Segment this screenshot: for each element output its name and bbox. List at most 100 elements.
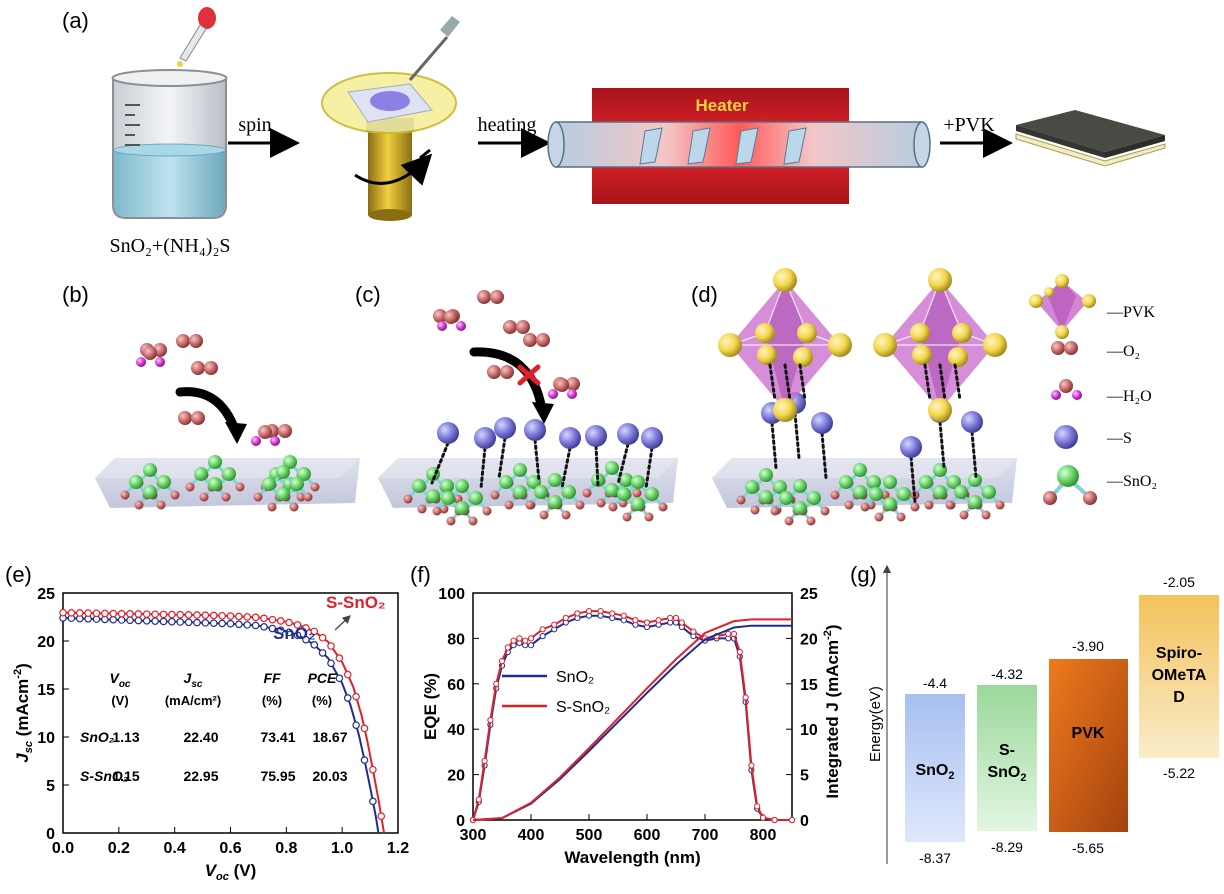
data-point — [343, 670, 352, 679]
o2-molecule — [477, 290, 491, 304]
table-unit: (V) — [111, 693, 128, 708]
sulfur-atom — [617, 423, 639, 445]
data-point — [142, 610, 151, 618]
band-spiro-name-3: D — [1173, 689, 1185, 706]
data-point — [510, 637, 517, 644]
y2-tick-label: 20 — [800, 631, 818, 648]
bond-dots — [953, 363, 962, 402]
y-axis-label: EQE (%) — [421, 673, 440, 740]
oxygen-atom — [736, 495, 746, 505]
panel-c: (c) — [355, 282, 678, 526]
bond-dots — [798, 363, 807, 402]
data-point — [597, 608, 604, 615]
x-axis-label: Wavelength (nm) — [564, 848, 700, 867]
o2-molecule — [487, 365, 501, 379]
data-point — [142, 617, 151, 625]
panel-g-label: (g) — [850, 562, 877, 587]
halide-atom — [757, 345, 777, 365]
blocked-x-icon — [517, 364, 541, 386]
bond-dots — [938, 363, 947, 402]
o2-molecule — [503, 320, 517, 334]
tin-atom — [129, 475, 143, 489]
oxygen-atom — [253, 492, 263, 502]
sulfur-atom — [474, 427, 496, 449]
data-point — [725, 630, 732, 637]
energy-axis-label: Energy(eV) — [867, 686, 884, 762]
tin-atom — [276, 465, 290, 479]
tin-atom — [208, 477, 222, 491]
data-point — [193, 618, 201, 627]
data-point — [360, 756, 369, 764]
oxygen-atom — [561, 510, 571, 520]
tin-atom — [297, 467, 311, 481]
y-tick-label: 40 — [447, 722, 465, 739]
x-tick-label: 0.4 — [164, 840, 186, 857]
data-point — [632, 617, 639, 624]
table-header: Jsc — [184, 670, 203, 690]
legend-sno2-icon — [1043, 465, 1097, 505]
panel-f-label: (f) — [410, 562, 431, 587]
table-unit: (%) — [312, 693, 332, 708]
data-point — [176, 618, 185, 626]
tin-atom — [513, 463, 527, 477]
y-tick-label: 10 — [37, 730, 55, 747]
data-point — [243, 621, 252, 629]
tin-atom — [853, 485, 867, 499]
data-point — [667, 614, 674, 622]
panel-a-label: (a) — [62, 8, 89, 33]
h2o-molecule — [444, 310, 458, 324]
o2-molecule — [191, 411, 205, 425]
h2o-molecule — [555, 378, 569, 392]
oxygen-atom — [417, 504, 427, 514]
table-header: Voc — [109, 670, 130, 690]
data-point — [352, 721, 360, 729]
data-point — [235, 612, 243, 621]
bond-dots — [970, 430, 978, 479]
halide-atom — [793, 347, 813, 367]
band-spiro-name-2: OMeTA — [1152, 667, 1207, 684]
film-stack-illustration — [1015, 110, 1166, 167]
band-spiro — [1139, 595, 1219, 758]
halide-atom — [912, 345, 932, 365]
step-pvk-label: +PVK — [943, 114, 995, 136]
y-tick-label: 5 — [46, 778, 55, 795]
tin-atom — [222, 467, 236, 481]
series-line — [472, 624, 792, 821]
data-point — [251, 621, 260, 630]
data-point — [293, 621, 302, 629]
data-point — [585, 608, 593, 615]
data-point — [184, 611, 193, 619]
data-point — [159, 617, 168, 626]
series-line-sno2 — [62, 616, 380, 834]
legend-o2-label: —O₂ — [1106, 343, 1140, 360]
tin-atom — [469, 491, 483, 505]
y-tick-label: 20 — [447, 768, 465, 785]
y2-tick-label: 15 — [800, 677, 818, 694]
data-point — [285, 618, 293, 627]
halide-atom — [873, 333, 897, 357]
data-point — [101, 609, 109, 618]
halide-atom — [755, 323, 775, 343]
oxygen-atom — [170, 490, 180, 500]
data-point — [754, 803, 761, 810]
step-spin-label: spin — [238, 114, 271, 136]
table-cell: 1.13 — [112, 729, 139, 745]
tin-atom — [283, 455, 297, 469]
bond-dots — [820, 431, 828, 480]
table-cell: 18.67 — [312, 729, 347, 745]
tin-atom — [143, 463, 157, 477]
data-point — [209, 619, 218, 627]
oxygen-atom — [490, 490, 500, 500]
oxygen-atom — [995, 500, 1005, 510]
tin-atom — [440, 479, 454, 493]
data-point — [527, 642, 535, 649]
tin-atom — [883, 497, 897, 511]
table-cell: 73.41 — [260, 729, 295, 745]
o2-molecule — [189, 334, 203, 348]
tin-atom — [645, 487, 659, 501]
oxygen-atom — [860, 502, 870, 512]
table-cell: 22.40 — [183, 729, 218, 745]
tin-atom — [793, 479, 807, 493]
